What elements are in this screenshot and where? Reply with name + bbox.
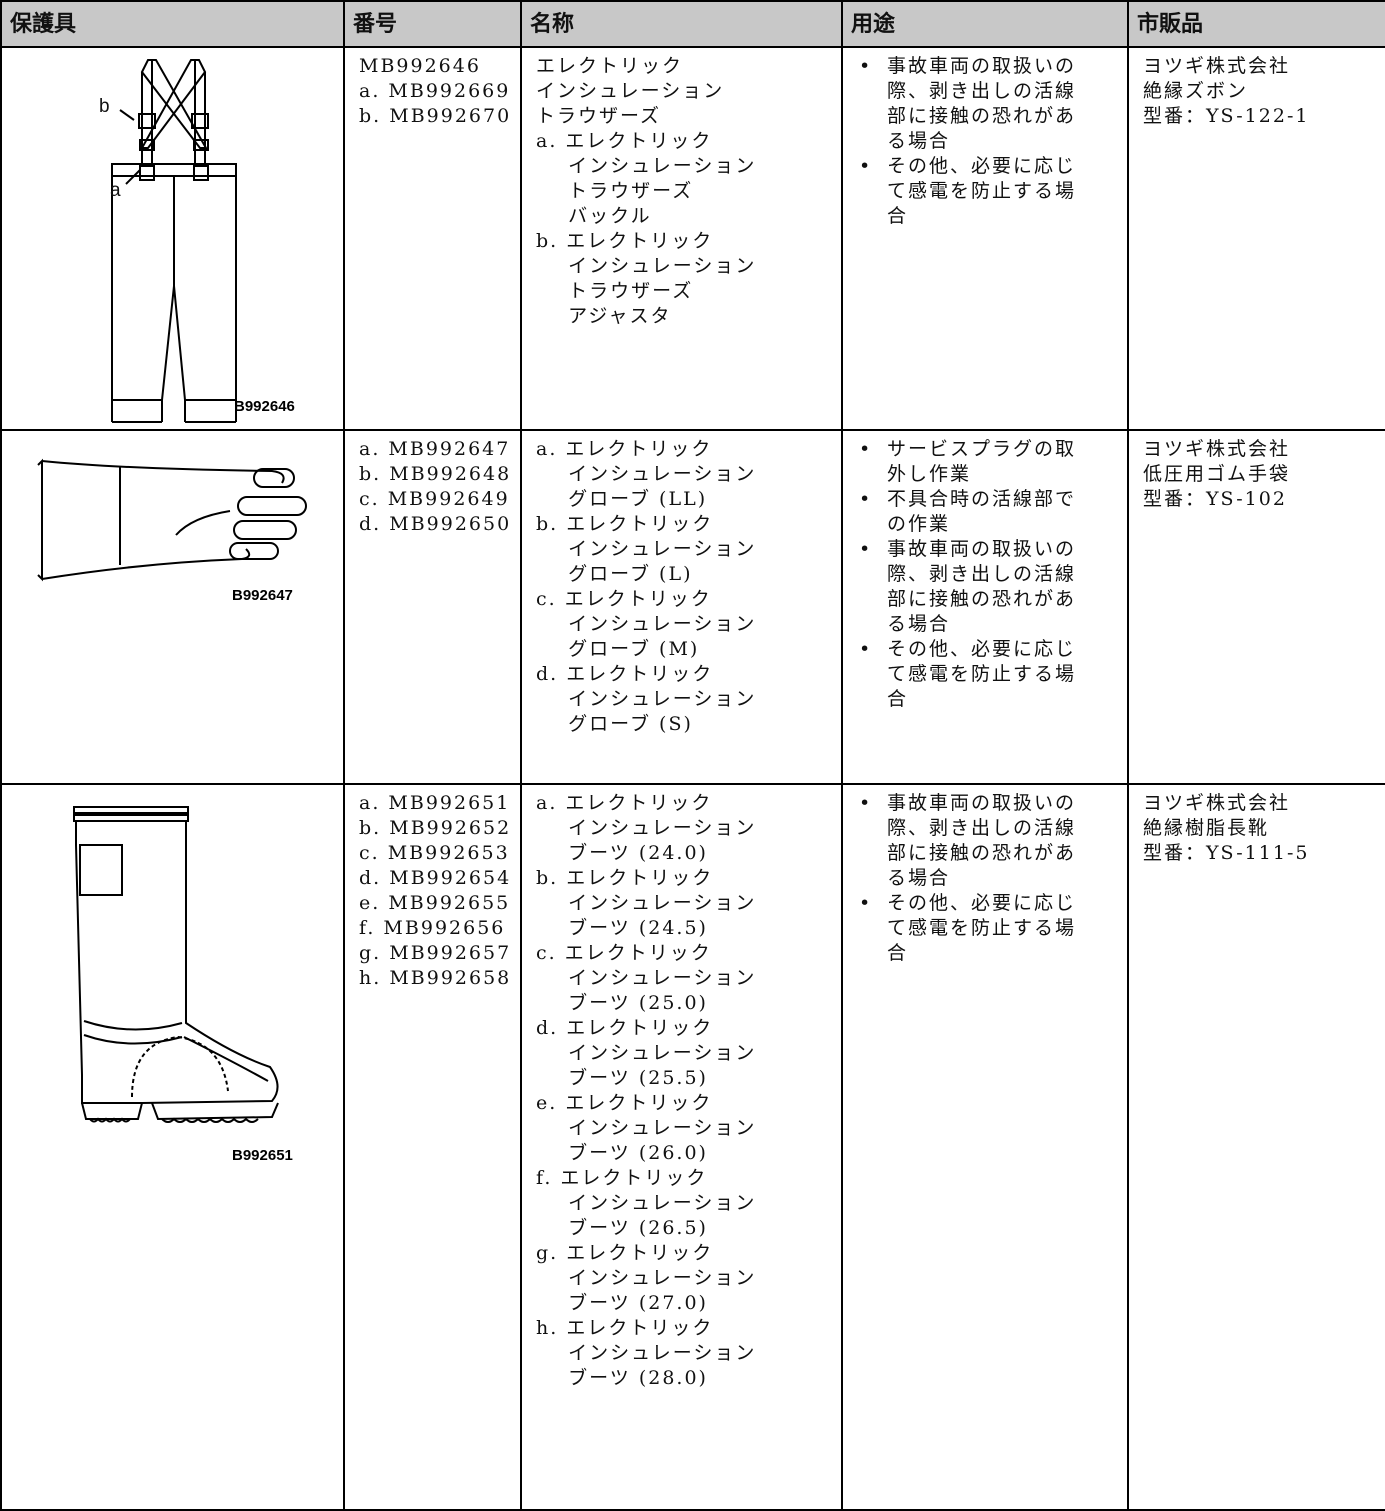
- insulation-glove-icon: [37, 458, 307, 582]
- figure-label: B992651: [232, 1147, 293, 1164]
- part-numbers: a. MB992651 b. MB992652 c. MB992653 d. M…: [359, 792, 512, 989]
- commercial-cell: ヨツギ株式会社 絶縁樹脂長靴 型番：YS-111-5: [1127, 783, 1385, 1511]
- header-number: 番号: [343, 0, 522, 48]
- header-use: 用途: [841, 0, 1129, 48]
- part-names: a. エレクトリック インシュレーション ブーツ (24.0) b. エレクトリ…: [536, 792, 757, 1389]
- commercial-cell: ヨツギ株式会社 低圧用ゴム手袋 型番：YS-102: [1127, 429, 1385, 785]
- use-item: 事故車両の取扱いの 際、剥き出しの活線 部に接触の恐れがあ る場合: [857, 54, 1127, 154]
- use-item: 事故車両の取扱いの 際、剥き出しの活線 部に接触の恐れがあ る場合: [857, 791, 1127, 891]
- header-row: 保護具 番号 名称 用途 市販品: [0, 0, 1385, 48]
- header-equipment: 保護具: [0, 0, 345, 48]
- equipment-figure-cell: B992647: [0, 429, 345, 785]
- equipment-figure-cell: B992651: [0, 783, 345, 1511]
- use-cell: 事故車両の取扱いの 際、剥き出しの活線 部に接触の恐れがあ る場合 その他、必要…: [841, 783, 1129, 1511]
- name-cell: a. エレクトリック インシュレーション グローブ (LL) b. エレクトリッ…: [520, 429, 843, 785]
- name-cell: a. エレクトリック インシュレーション ブーツ (24.0) b. エレクトリ…: [520, 783, 843, 1511]
- commercial-product: ヨツギ株式会社 絶縁ズボン 型番：YS-122-1: [1143, 55, 1310, 127]
- equipment-figure-cell: b a B992646: [0, 46, 345, 431]
- use-item: その他、必要に応じ て感電を防止する場 合: [857, 637, 1127, 712]
- number-cell: a. MB992651 b. MB992652 c. MB992653 d. M…: [343, 783, 522, 1511]
- name-cell: エレクトリック インシュレーション トラウザーズ a. エレクトリック インシュ…: [520, 46, 843, 431]
- callout-label-b: b: [99, 96, 110, 117]
- use-list: 事故車両の取扱いの 際、剥き出しの活線 部に接触の恐れがあ る場合 その他、必要…: [843, 48, 1127, 229]
- use-list: 事故車両の取扱いの 際、剥き出しの活線 部に接触の恐れがあ る場合 その他、必要…: [843, 785, 1127, 966]
- table-row: B992651 a. MB992651 b. MB992652 c. MB992…: [0, 783, 1385, 1511]
- figure-label: B992646: [234, 398, 295, 415]
- use-item: その他、必要に応じ て感電を防止する場 合: [857, 891, 1127, 966]
- callout-label-a: a: [110, 180, 121, 201]
- use-item: その他、必要に応じ て感電を防止する場 合: [857, 154, 1127, 229]
- part-numbers: MB992646 a. MB992669 b. MB992670: [359, 55, 512, 127]
- commercial-product: ヨツギ株式会社 低圧用ゴム手袋 型番：YS-102: [1143, 438, 1291, 510]
- insulation-trousers-icon: [111, 59, 237, 423]
- header-name: 名称: [520, 0, 843, 48]
- commercial-cell: ヨツギ株式会社 絶縁ズボン 型番：YS-122-1: [1127, 46, 1385, 431]
- use-cell: 事故車両の取扱いの 際、剥き出しの活線 部に接触の恐れがあ る場合 その他、必要…: [841, 46, 1129, 431]
- use-item: サービスプラグの取 外し作業: [857, 437, 1127, 487]
- number-cell: a. MB992647 b. MB992648 c. MB992649 d. M…: [343, 429, 522, 785]
- use-item: 事故車両の取扱いの 際、剥き出しの活線 部に接触の恐れがあ る場合: [857, 537, 1127, 637]
- table-row: B992647 a. MB992647 b. MB992648 c. MB992…: [0, 429, 1385, 785]
- part-names: a. エレクトリック インシュレーション グローブ (LL) b. エレクトリッ…: [536, 438, 757, 735]
- insulation-boot-icon: [73, 806, 279, 1123]
- use-list: サービスプラグの取 外し作業 不具合時の活線部で の作業 事故車両の取扱いの 際…: [843, 431, 1127, 712]
- part-names: エレクトリック インシュレーション トラウザーズ a. エレクトリック インシュ…: [536, 55, 757, 327]
- use-item: 不具合時の活線部で の作業: [857, 487, 1127, 537]
- use-cell: サービスプラグの取 外し作業 不具合時の活線部で の作業 事故車両の取扱いの 際…: [841, 429, 1129, 785]
- commercial-product: ヨツギ株式会社 絶縁樹脂長靴 型番：YS-111-5: [1143, 792, 1310, 864]
- part-numbers: a. MB992647 b. MB992648 c. MB992649 d. M…: [359, 438, 512, 535]
- figure-label: B992647: [232, 587, 293, 604]
- number-cell: MB992646 a. MB992669 b. MB992670: [343, 46, 522, 431]
- table-row: b a B992646 MB992646 a. MB992669 b. MB99…: [0, 46, 1385, 431]
- header-commercial: 市販品: [1127, 0, 1385, 48]
